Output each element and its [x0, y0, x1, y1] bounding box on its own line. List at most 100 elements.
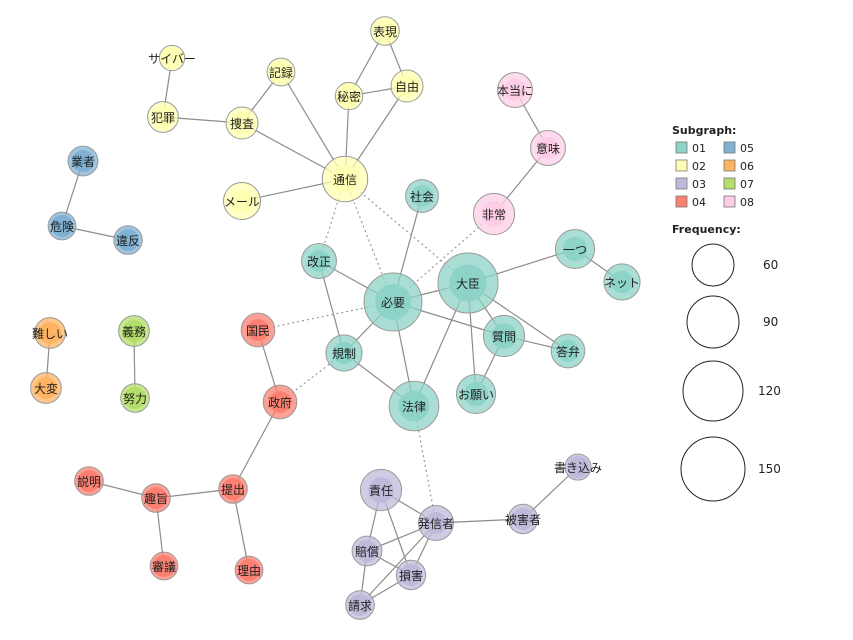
node-core	[375, 284, 411, 320]
node: 質問	[482, 314, 526, 358]
node-core	[491, 323, 517, 349]
node-label: 難しい	[32, 326, 68, 341]
node-core	[349, 594, 371, 616]
node-label: 危険	[50, 220, 74, 234]
node: 一つ	[554, 228, 596, 270]
legend-group-label: 04	[692, 196, 706, 209]
node-label: 非常	[482, 208, 506, 222]
node-label: 記録	[269, 65, 293, 80]
frequency-legend-title: Frequency:	[672, 223, 741, 236]
node-label: 大変	[34, 381, 58, 396]
node-label: 請求	[348, 599, 372, 613]
node-label: お願い	[458, 388, 494, 402]
node-core	[330, 164, 360, 194]
node-label: 犯罪	[151, 111, 175, 125]
frequency-legend-label: 60	[763, 258, 778, 272]
node-label: 提出	[221, 482, 245, 497]
node-core	[39, 322, 61, 344]
node-label: 違反	[116, 234, 140, 248]
node: 危険	[47, 211, 77, 241]
node: 秘密	[334, 81, 364, 111]
node-core	[512, 508, 534, 530]
node: 業者	[67, 145, 99, 177]
node-core	[270, 61, 292, 83]
node: 請求	[345, 590, 375, 620]
node: 通信	[321, 155, 369, 203]
node-label: 答弁	[556, 344, 580, 359]
node: 被害者	[505, 503, 541, 535]
node-label: 通信	[333, 173, 357, 187]
node: 記録	[266, 57, 296, 87]
node-core	[222, 478, 244, 500]
node-label: 説明	[77, 474, 101, 489]
node-label: 秘密	[337, 89, 361, 104]
node-core	[238, 559, 260, 581]
frequency-legend-circle	[691, 243, 735, 287]
node: 犯罪	[147, 101, 179, 133]
node-core	[425, 512, 447, 534]
node: 答弁	[550, 333, 586, 369]
node-core	[51, 215, 73, 237]
edge	[344, 178, 469, 284]
legend-swatch	[723, 141, 736, 154]
node-label: 義務	[122, 324, 146, 339]
node-core	[117, 229, 139, 251]
legend-group-label: 05	[740, 142, 754, 155]
node-core	[230, 189, 254, 213]
node: 本当に	[497, 72, 533, 108]
node-core	[463, 381, 489, 407]
node: 努力	[120, 383, 150, 413]
node: 社会	[405, 179, 439, 213]
node-label: 意味	[536, 141, 560, 156]
node-label: 規制	[332, 346, 356, 361]
node-core	[398, 390, 430, 422]
node-label: 業者	[71, 155, 95, 169]
node-label: 書き込み	[554, 461, 602, 475]
node: 自由	[390, 69, 424, 103]
node-label: 法律	[402, 400, 426, 414]
node-label: 損害	[399, 568, 423, 583]
node: 改正	[301, 243, 337, 279]
node: 責任	[359, 468, 403, 512]
node-core	[504, 79, 526, 101]
node: 審議	[149, 551, 179, 581]
legend-swatch	[675, 177, 688, 190]
node-core	[449, 264, 487, 302]
node-label: 大臣	[456, 277, 480, 291]
node: 提出	[218, 474, 248, 504]
legend-group-label: 07	[740, 178, 754, 191]
node-core	[152, 106, 174, 128]
node-core	[557, 340, 579, 362]
node: 規制	[325, 334, 363, 372]
node: サイバー	[148, 44, 196, 72]
frequency-legend-circle	[680, 436, 746, 502]
node-label: 責任	[369, 484, 393, 498]
node-label: 国民	[246, 324, 270, 338]
node: 書き込み	[554, 453, 602, 481]
node-core	[247, 319, 269, 341]
node: 国民	[240, 312, 276, 348]
node-core	[332, 341, 356, 365]
node-label: 被害者	[505, 512, 541, 527]
legend-group-label: 02	[692, 160, 706, 173]
node-label: 賠償	[355, 544, 379, 559]
subgraph-legend-title: Subgraph:	[672, 124, 736, 137]
node-core	[78, 470, 100, 492]
legend-swatch	[675, 159, 688, 172]
node: 賠償	[351, 535, 383, 567]
node: 発信者	[418, 505, 454, 541]
node: 必要	[363, 272, 423, 332]
node: 表現	[370, 16, 400, 46]
node-core	[124, 387, 146, 409]
node-label: 本当に	[497, 84, 533, 98]
node: 趣旨	[141, 483, 171, 513]
node: 難しい	[32, 317, 68, 349]
node: 説明	[74, 466, 104, 496]
node-label: 審議	[152, 559, 176, 574]
node-label: サイバー	[148, 52, 196, 66]
node-label: 必要	[381, 296, 405, 310]
node-label: 努力	[123, 391, 147, 406]
